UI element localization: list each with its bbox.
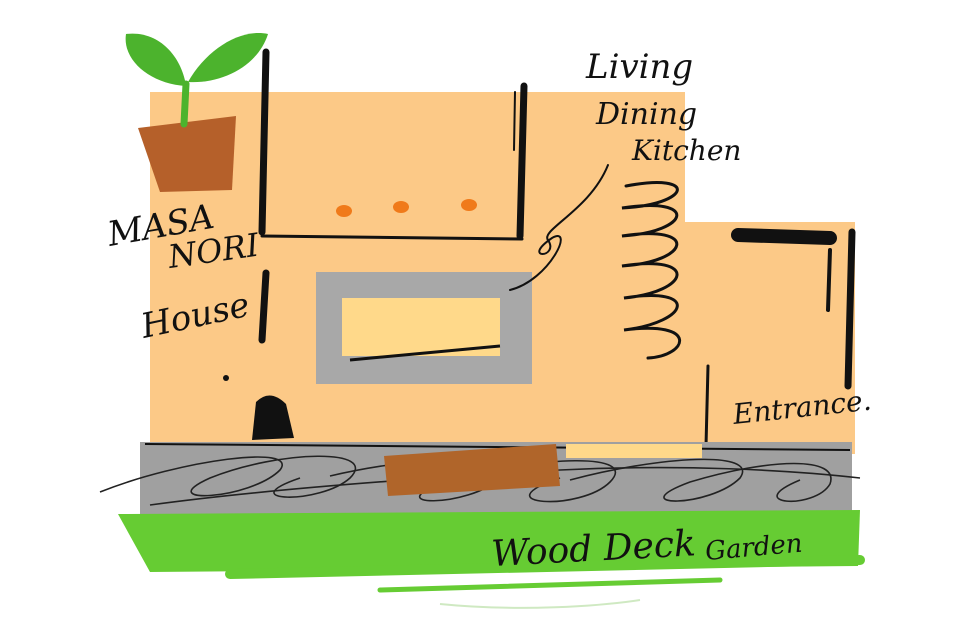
label-leader-line — [509, 164, 609, 291]
sprout-in-pot-icon — [125, 33, 268, 192]
sprout-leaf-left — [125, 33, 186, 86]
post-center — [516, 82, 528, 240]
label-dining: Dining — [595, 97, 697, 132]
wall-lamps — [336, 199, 477, 217]
label-living: Living — [585, 47, 693, 87]
post-annex-right — [844, 228, 856, 390]
wood-deck — [99, 442, 861, 518]
lamp-dot — [461, 199, 477, 211]
sprout-stem — [180, 80, 190, 128]
window-glass — [342, 298, 500, 356]
room-outline — [260, 234, 524, 241]
house-wall-annex — [680, 222, 855, 454]
post-center-thin — [513, 91, 516, 151]
side-door — [252, 395, 294, 440]
lamp-dot — [336, 205, 352, 217]
garden-grass — [118, 510, 865, 609]
grass-band — [118, 510, 860, 572]
deck-light-strip — [566, 444, 702, 458]
annex-roof-bar — [731, 228, 837, 245]
wall-posts — [258, 48, 856, 448]
post-left-lower — [258, 269, 270, 344]
house-body — [150, 92, 855, 454]
grass-stroke — [377, 577, 723, 593]
pot — [138, 116, 236, 192]
big-window — [316, 272, 532, 384]
post-left-upper — [258, 48, 270, 236]
deck-bench — [384, 444, 560, 496]
grass-stroke — [225, 555, 865, 579]
door-dot — [223, 375, 229, 381]
deck-top-edge — [144, 443, 851, 451]
lamp-dot — [393, 201, 409, 213]
window-sill-line — [349, 344, 501, 362]
post-annex-inner — [826, 248, 832, 312]
sprout-leaf-right — [188, 33, 268, 83]
label-kitchen: Kitchen — [631, 134, 741, 167]
spiral-stair-icon — [621, 181, 682, 360]
post-entrance — [704, 364, 710, 448]
grass-stroke — [439, 599, 641, 609]
